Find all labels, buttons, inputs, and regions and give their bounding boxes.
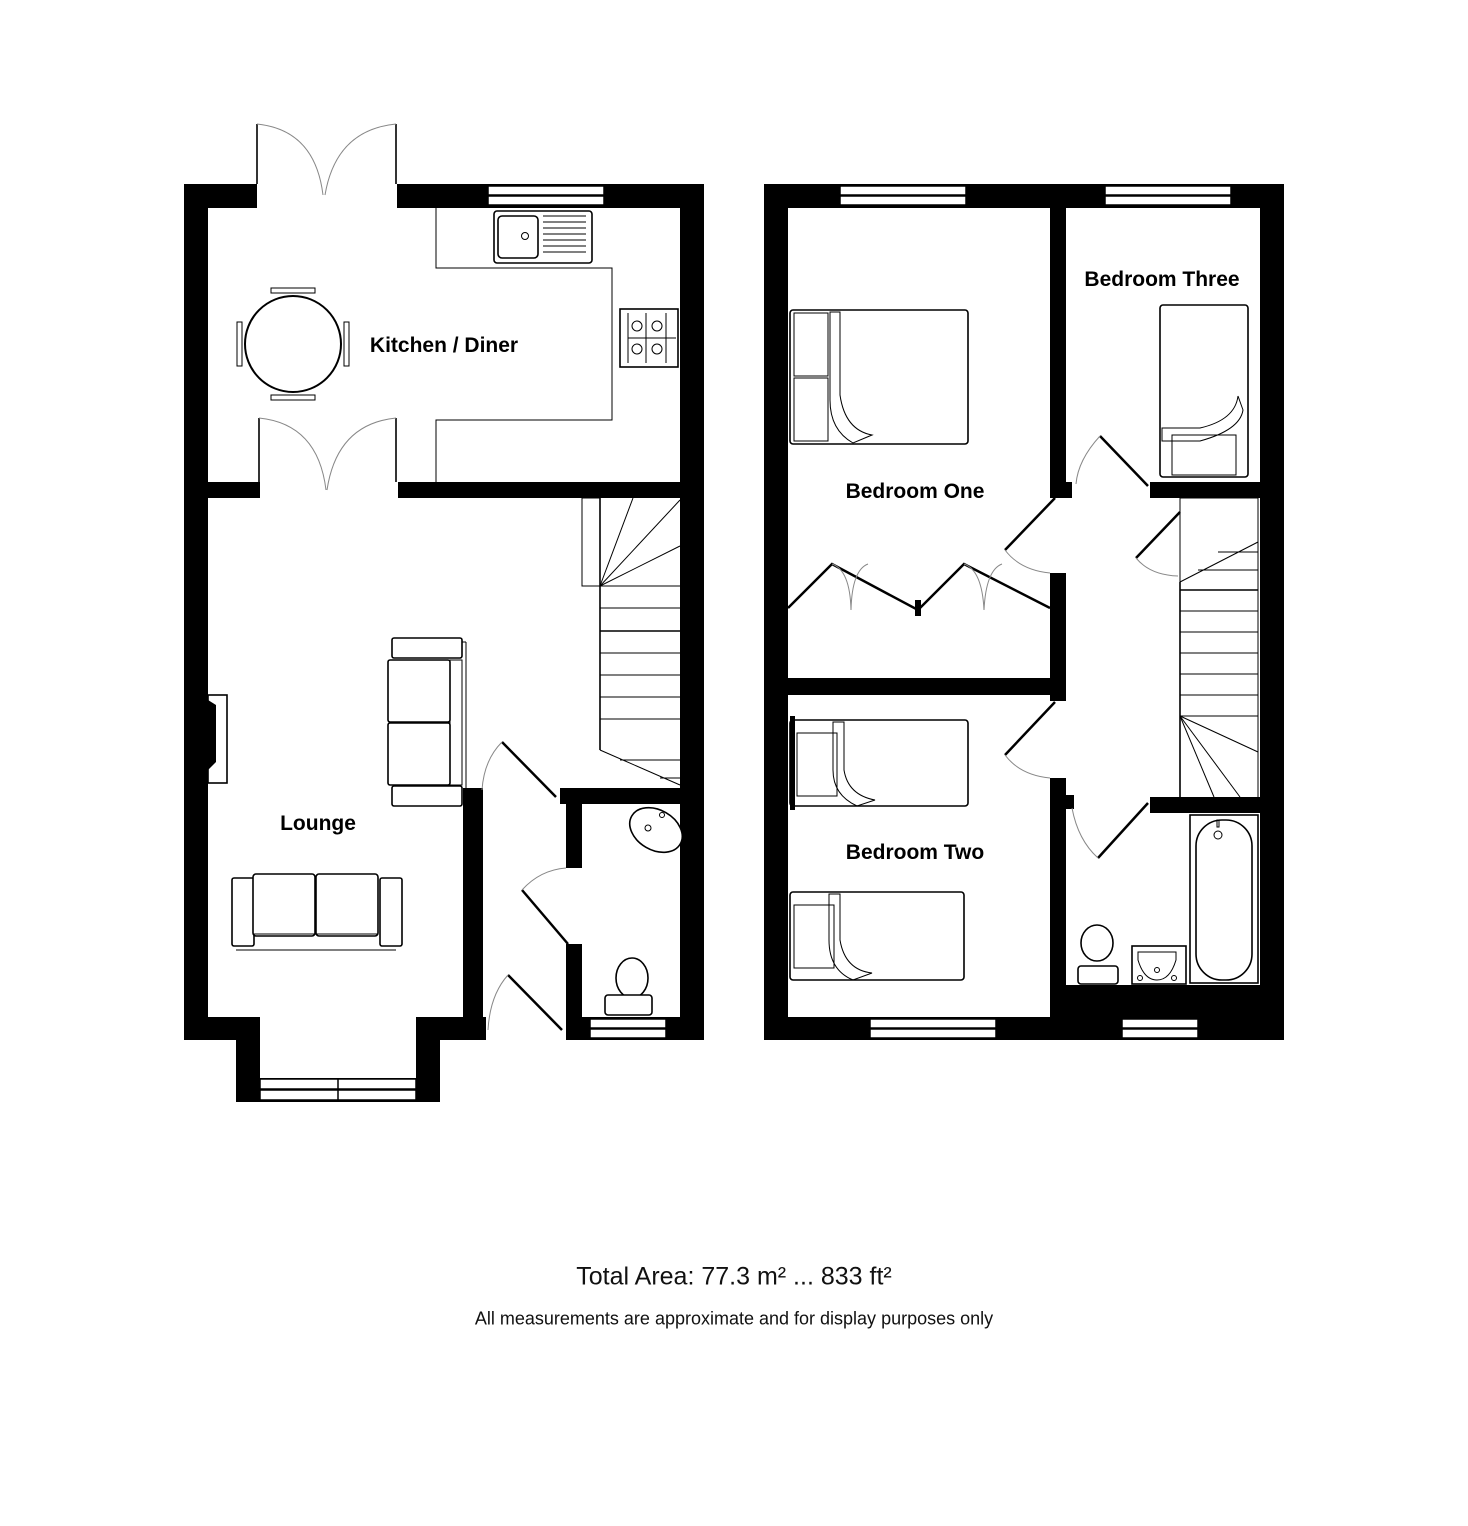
room-label-bedroom-three: Bedroom Three	[1084, 268, 1240, 291]
ground-floor	[184, 123, 704, 1102]
room-label-bedroom-two: Bedroom Two	[845, 841, 985, 864]
disclaimer-text: All measurements are approximate and for…	[474, 1308, 994, 1329]
first-floor	[764, 184, 1284, 1040]
room-label-bedroom-one: Bedroom One	[845, 480, 985, 503]
total-area-text: Total Area: 77.3 m² ... 833 ft²	[576, 1262, 892, 1291]
room-label-lounge: Lounge	[280, 812, 356, 835]
room-label-kitchen-diner: Kitchen / Diner	[369, 334, 519, 357]
